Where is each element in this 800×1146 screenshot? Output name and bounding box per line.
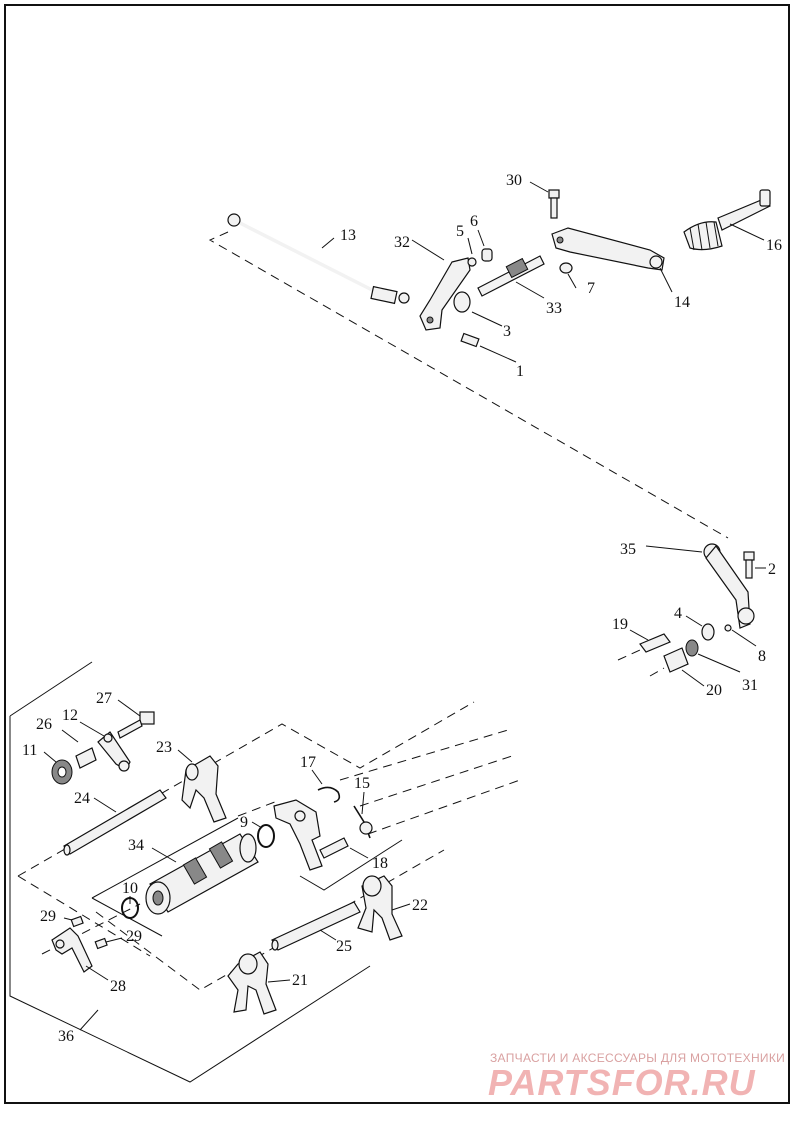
part-spring-17 [317, 786, 341, 803]
part-bolt-30 [548, 189, 560, 219]
callout-34: 34 [128, 837, 144, 854]
callout-25: 25 [336, 938, 352, 955]
callout-5: 5 [456, 223, 464, 240]
callout-4: 4 [674, 605, 682, 622]
callout-29a: 29 [40, 908, 56, 925]
part-pin-19 [639, 633, 671, 653]
callout-labels: 1 2 3 4 5 6 7 8 9 10 11 12 13 14 15 16 1… [22, 172, 782, 1045]
part-plate-28 [51, 927, 93, 973]
part-lever-35 [703, 543, 755, 629]
part-shift-pawl [273, 799, 349, 871]
callout-36: 36 [58, 1028, 74, 1045]
guide-frame-6 [359, 755, 513, 807]
part-fork-22 [357, 875, 403, 941]
callout-11: 11 [22, 742, 37, 759]
part-clip-8 [724, 624, 732, 632]
guide-line-upper [208, 231, 729, 539]
callout-31: 31 [742, 677, 758, 694]
callout-28: 28 [110, 978, 126, 995]
part-nut-11 [51, 759, 73, 785]
callout-13: 13 [340, 227, 356, 244]
callout-2: 2 [768, 561, 776, 578]
part-spring-15 [353, 805, 373, 839]
callout-12: 12 [62, 707, 78, 724]
part-shift-lever-outer [551, 227, 665, 271]
callout-20: 20 [706, 682, 722, 699]
callout-35: 35 [620, 541, 636, 558]
callout-24: 24 [74, 790, 90, 807]
callout-27: 27 [96, 690, 112, 707]
part-washer-5 [467, 257, 477, 267]
part-screw-29b [94, 937, 108, 950]
callout-32: 32 [394, 234, 410, 251]
part-fork-23 [181, 755, 227, 823]
part-screw-1 [460, 332, 480, 348]
watermark-caption: ЗАПЧАСТИ И АКСЕССУАРЫ ДЛЯ МОТОТЕХНИКИ [490, 1051, 786, 1065]
part-ring-9 [257, 824, 275, 848]
guide-frame-7 [367, 779, 521, 835]
callout-26: 26 [36, 716, 52, 733]
guide-frame-4 [95, 849, 445, 991]
watermark-logo: PARTSFOR.RU [488, 1062, 756, 1103]
part-detent-arm [97, 731, 131, 772]
callout-10: 10 [122, 880, 138, 897]
callout-30: 30 [506, 172, 522, 189]
spacer-guide [649, 667, 665, 677]
leader-lines [43, 181, 766, 1031]
part-shift-drum [145, 833, 259, 915]
callout-6: 6 [470, 213, 478, 230]
bracket-34-top [91, 817, 239, 899]
diagram-frame [4, 4, 790, 1104]
callout-7: 7 [587, 280, 595, 297]
part-bushing [453, 291, 471, 313]
bracket-18 [299, 839, 403, 891]
part-rod-24 [63, 789, 167, 856]
callout-17: 17 [300, 754, 316, 771]
part-nut-6 [481, 248, 493, 262]
guide-frame-5 [339, 729, 509, 781]
part-fork-21 [227, 951, 277, 1015]
callout-33: 33 [546, 300, 562, 317]
callout-14: 14 [674, 294, 690, 311]
callout-16: 16 [766, 237, 782, 254]
part-rod-25 [271, 901, 361, 951]
callout-21: 21 [292, 972, 308, 989]
part-nut-7 [559, 262, 573, 274]
part-shift-rod [227, 213, 410, 305]
callout-8: 8 [758, 648, 766, 665]
callout-1: 1 [516, 363, 524, 380]
guide-frame-8 [237, 799, 281, 817]
part-bolt-2 [743, 551, 755, 579]
bracket-36-top [9, 661, 93, 717]
guide-frame-2 [17, 875, 151, 957]
callout-23: 23 [156, 739, 172, 756]
pin-guide [617, 649, 641, 661]
callout-15: 15 [354, 775, 370, 792]
part-spacer-20 [663, 647, 689, 673]
bracket-36 [9, 716, 371, 1083]
part-washer-4 [701, 623, 715, 641]
part-shift-shaft [477, 255, 545, 297]
callout-3: 3 [503, 323, 511, 340]
callout-19: 19 [612, 616, 628, 633]
part-screw-29a [70, 915, 84, 928]
part-footpeg [683, 189, 771, 251]
callout-18: 18 [372, 855, 388, 872]
part-bolt-27 [117, 711, 155, 739]
part-nut-31 [685, 639, 699, 657]
callout-22: 22 [412, 897, 428, 914]
callout-9: 9 [240, 814, 248, 831]
callout-29b: 29 [126, 928, 142, 945]
part-spacer-26 [75, 747, 97, 769]
